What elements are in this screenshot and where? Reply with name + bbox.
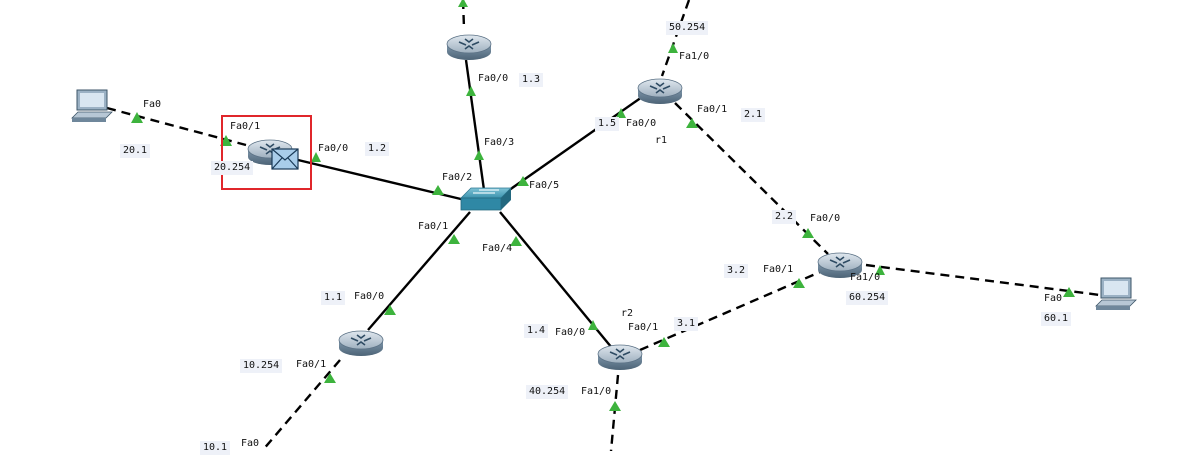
switch-icon [460, 187, 512, 211]
port-label: Fa0/0 [555, 327, 586, 338]
pc-right[interactable] [1095, 277, 1137, 310]
ip-label: 50.254 [666, 21, 709, 35]
router-top[interactable] [446, 34, 492, 60]
link-r1-uplink[interactable] [660, 0, 691, 77]
ip-label: 60.1 [1041, 312, 1072, 326]
link-switch-bl-router[interactable] [367, 211, 471, 331]
ip-label: 10.254 [240, 359, 283, 373]
port-indicator [432, 185, 444, 195]
port-label: Fa1/0 [850, 272, 881, 283]
link-top-router-switch[interactable] [464, 59, 486, 191]
switch-center[interactable] [460, 187, 512, 211]
pc-left[interactable] [71, 89, 113, 122]
port-indicator [875, 265, 885, 275]
port-indicator [609, 401, 621, 411]
port-label: Fa0/0 [810, 213, 841, 224]
router-icon [338, 330, 384, 356]
ip-label: 2.2 [772, 210, 797, 224]
link-r2-downlink[interactable] [609, 374, 620, 451]
port-label: Fa0/1 [697, 104, 728, 115]
port-label: Fa0/2 [442, 172, 473, 183]
router-icon [597, 344, 643, 370]
port-indicator [448, 234, 460, 244]
port-indicator [658, 337, 670, 347]
port-indicator [311, 152, 321, 162]
port-indicator [686, 118, 698, 128]
port-label: Fa0/1 [628, 322, 659, 333]
ip-label: 10.1 [200, 441, 231, 455]
port-label: Fa0/1 [296, 359, 327, 370]
router-right[interactable] [817, 252, 863, 278]
port-indicator [802, 228, 814, 238]
ip-label: 1.5 [595, 117, 620, 131]
port-indicator [668, 43, 678, 53]
router-icon [446, 34, 492, 60]
router-icon [637, 78, 683, 104]
ip-label: 3.1 [674, 317, 699, 331]
ip-label: 2.1 [741, 108, 766, 122]
link-right-router-pc[interactable] [865, 263, 1101, 297]
port-indicator [793, 278, 805, 288]
port-indicator [474, 150, 484, 160]
port-label: Fa0 [1044, 293, 1063, 304]
port-indicators [131, 0, 1075, 411]
port-label: Fa0/1 [230, 121, 261, 132]
port-label: Fa0/0 [318, 143, 349, 154]
ip-label: 20.254 [211, 161, 254, 175]
port-indicator [384, 305, 396, 315]
router-bottom-left[interactable] [338, 330, 384, 356]
ip-label: 60.254 [846, 291, 889, 305]
port-label: Fa1/0 [581, 386, 612, 397]
link-r2-right-router[interactable] [639, 270, 821, 352]
port-label: Fa0/3 [484, 137, 515, 148]
pc-icon [71, 89, 113, 122]
port-label: Fa0/0 [626, 118, 657, 129]
port-label: Fa1/0 [679, 51, 710, 62]
ip-label: 1.3 [519, 73, 544, 87]
port-indicator [220, 135, 232, 146]
ip-label: 1.2 [365, 142, 390, 156]
link-pc-left-router[interactable] [106, 106, 247, 147]
ip-label: 1.1 [321, 291, 346, 305]
device-name-r1[interactable]: r1 [655, 135, 668, 146]
port-indicator [466, 86, 476, 96]
device-name-r2[interactable]: r2 [621, 308, 634, 319]
port-label: Fa0/5 [529, 180, 560, 191]
port-indicator [131, 112, 143, 123]
port-label: Fa0/0 [354, 291, 385, 302]
port-indicator [510, 236, 522, 246]
router-r2[interactable] [597, 344, 643, 370]
router-r1[interactable] [637, 78, 683, 104]
links [106, 0, 1101, 451]
port-label: Fa0/1 [763, 264, 794, 275]
link-bl-router-remote[interactable] [261, 359, 341, 451]
port-indicator [517, 176, 529, 186]
port-indicator [1063, 287, 1075, 297]
port-indicator [458, 0, 468, 7]
ip-label: 20.1 [120, 144, 151, 158]
port-label: Fa0/4 [482, 243, 513, 254]
port-indicator [324, 373, 336, 383]
port-label: Fa0/1 [418, 221, 449, 232]
router-icon [817, 252, 863, 278]
pdu-envelope-icon[interactable] [271, 148, 299, 170]
ip-label: 40.254 [526, 385, 569, 399]
ip-label: 1.4 [524, 324, 549, 338]
pc-icon [1095, 277, 1137, 310]
port-label: Fa0/0 [478, 73, 509, 84]
link-r1-right-router[interactable] [674, 102, 829, 255]
selection-box [221, 115, 312, 190]
port-indicator [616, 108, 626, 118]
port-label: Fa0 [143, 99, 162, 110]
ip-label: 3.2 [724, 264, 749, 278]
port-indicator [588, 320, 598, 330]
port-label: Fa0 [241, 438, 260, 449]
